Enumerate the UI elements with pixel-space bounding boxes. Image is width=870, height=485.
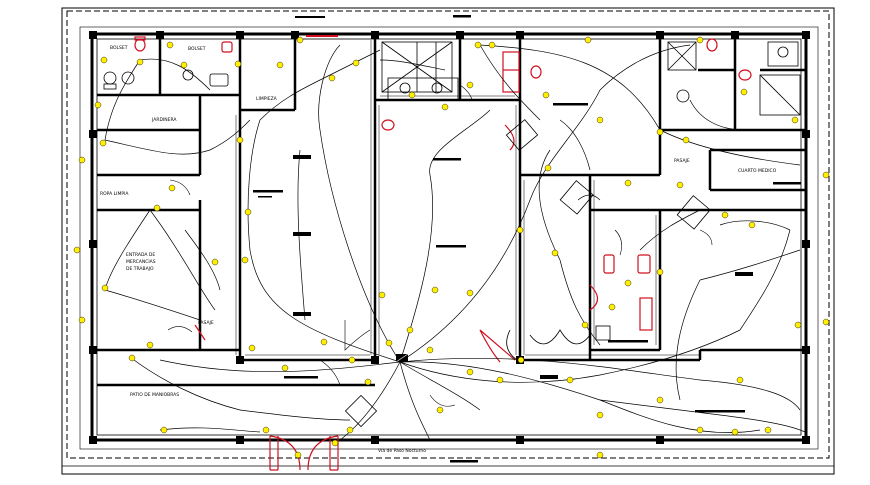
property-line: [79, 26, 819, 450]
room-label-pasaje-2: PASAJE: [674, 158, 690, 164]
room-label-bolset-a: BOLSET: [110, 45, 128, 51]
room-label-entrada-2: MERCANCIAS: [126, 259, 156, 265]
room-label-pasaje-1: PASAJE: [198, 320, 214, 326]
structural-columns: [89, 31, 810, 444]
room-label-patio: PATIO DE MANIOBRAS: [130, 392, 179, 398]
room-label-jardinera: JARDINERA: [151, 117, 177, 123]
toilet-icon: [676, 89, 690, 103]
toilet-icon: [738, 69, 752, 81]
sheet-border: [61, 7, 835, 475]
sink-icon: [637, 254, 651, 274]
black-fixtures: [103, 41, 801, 428]
room-label-ropa-limpia: ROPA LIMPIA: [100, 191, 129, 197]
toilet-icon: [706, 38, 718, 52]
light-outlet-icon: [73, 36, 830, 459]
room-label-entrada-1: ENTRADA DE: [126, 252, 155, 258]
exterior-walls-inner: [96, 38, 802, 436]
annotation-marks: [253, 15, 801, 463]
sink-icon: [209, 73, 229, 87]
distribution-panel-icon: [395, 353, 409, 363]
toilet-icon: [134, 36, 146, 52]
room-label-bolset-b: BOLSET: [188, 46, 206, 52]
sanitary-fixtures: [134, 35, 752, 471]
exterior-walls: [90, 32, 808, 442]
toilet-icon: [381, 119, 395, 131]
room-label-entrada-3: DE TRABAJO: [126, 266, 154, 272]
room-label-cuarto-medico: CUARTO MEDICO: [738, 168, 777, 174]
site-boundary: [66, 10, 830, 459]
entrance-note: Vía de Paso Nocturno: [378, 447, 426, 454]
toilet-icon: [530, 65, 542, 79]
interior-walls: [97, 34, 806, 387]
toilet-icon: [103, 71, 117, 90]
sink-icon: [603, 254, 615, 274]
door-swing-icon: [167, 84, 713, 407]
sink-icon: [221, 41, 233, 53]
sink-icon: [502, 51, 520, 93]
toilet-icon: [121, 71, 135, 85]
sink-icon: [639, 297, 653, 331]
electrical-wiring: [104, 44, 806, 441]
room-label-limpieza: LIMPIEZA: [256, 96, 278, 102]
